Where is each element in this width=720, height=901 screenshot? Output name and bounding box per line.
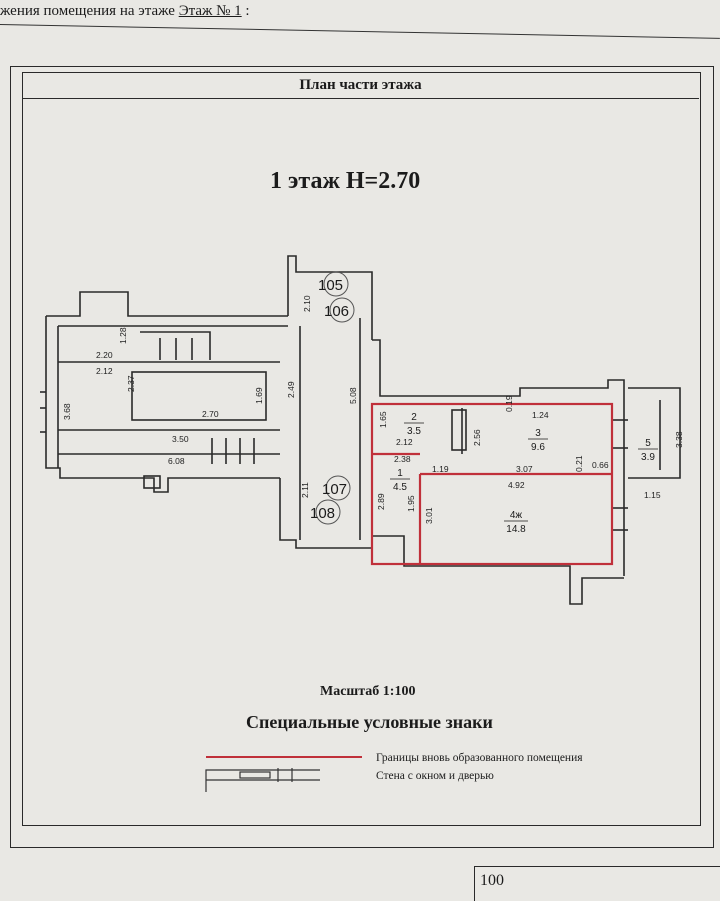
dim-label: 3.50	[172, 434, 189, 444]
room-tag-107: 107	[322, 481, 347, 498]
outer-frame	[10, 66, 714, 848]
dim-label: 2.12	[396, 437, 413, 447]
dim-label: 2.37	[126, 375, 136, 392]
floor-caption: 1 этаж H=2.70	[270, 168, 421, 194]
legend-item-wall: Стена с окном и дверью	[376, 770, 494, 782]
inner-frame	[22, 72, 701, 826]
dim-label: 2.38	[394, 454, 411, 464]
room-labels: 2 3.5 3 9.6 1 4.5 4ж 14.8 5 3.9	[390, 412, 658, 535]
room-number: 5	[645, 438, 651, 449]
room-number: 1	[397, 468, 403, 479]
page-number-box	[474, 866, 720, 901]
dim-label: 1.65	[378, 411, 388, 428]
dim-label: 2.12	[96, 366, 113, 376]
header-suffix: :	[245, 3, 250, 19]
dim-label: 3.38	[674, 431, 684, 448]
page-number: 100	[480, 872, 504, 889]
dim-label: 6.08	[168, 456, 185, 466]
dim-label: 2.56	[472, 429, 482, 446]
dim-label: 2.89	[376, 493, 386, 510]
dim-label: 4.92	[508, 480, 525, 490]
room-tag-105: 105	[318, 277, 343, 294]
dim-label: 2.10	[302, 295, 312, 312]
dim-label: 1.24	[532, 410, 549, 420]
dim-label: 1.28	[118, 327, 128, 344]
scale-label: Масштаб 1:100	[320, 684, 416, 699]
legend-symbols	[205, 756, 362, 792]
room-area: 9.6	[531, 442, 545, 453]
header-prefix: жения помещения на этаже	[0, 3, 175, 19]
room-number: 3	[535, 428, 541, 439]
room-area: 4.5	[393, 482, 407, 493]
room-tag-108: 108	[310, 505, 335, 522]
legend-wall-symbol	[205, 768, 320, 792]
new-boundary	[370, 402, 614, 566]
room-tag-106: 106	[324, 303, 349, 320]
room-number: 2	[411, 412, 417, 423]
dim-label: 1.19	[432, 464, 449, 474]
dim-label: 2.70	[202, 409, 219, 419]
dim-label: 3.01	[424, 507, 434, 524]
plan-walls	[40, 255, 681, 605]
dim-label: 0.19	[504, 395, 514, 412]
dimension-labels: 2.20 2.12 1.28 2.37 2.70 1.69 2.49 3.68 …	[62, 295, 684, 524]
legend-title: Специальные условные знаки	[246, 712, 493, 732]
dim-label: 2.20	[96, 350, 113, 360]
legend-item-boundary: Границы вновь образованного помещения	[376, 752, 583, 764]
dim-label: 3.07	[516, 464, 533, 474]
dim-label: 1.15	[644, 490, 661, 500]
dim-label: 2.49	[286, 381, 296, 398]
dim-label: 5.08	[348, 387, 358, 404]
room-tags: 105 106 107 108	[310, 271, 355, 525]
dim-label: 2.11	[300, 482, 310, 498]
dim-label: 1.69	[254, 387, 264, 404]
dim-label: 0.66	[592, 460, 609, 470]
dim-label: 1.95	[406, 495, 416, 512]
room-area: 14.8	[506, 524, 526, 535]
room-area: 3.9	[641, 452, 655, 463]
room-area: 3.5	[407, 426, 421, 437]
dim-label: 0.21	[574, 455, 584, 472]
title-band: План части этажа	[22, 72, 699, 99]
dim-label: 3.68	[62, 403, 72, 420]
header-floor-value: Этаж № 1	[178, 3, 242, 19]
room-number: 4ж	[510, 510, 523, 521]
header-line: жения помещения на этаже Этаж № 1 :	[0, 0, 720, 22]
